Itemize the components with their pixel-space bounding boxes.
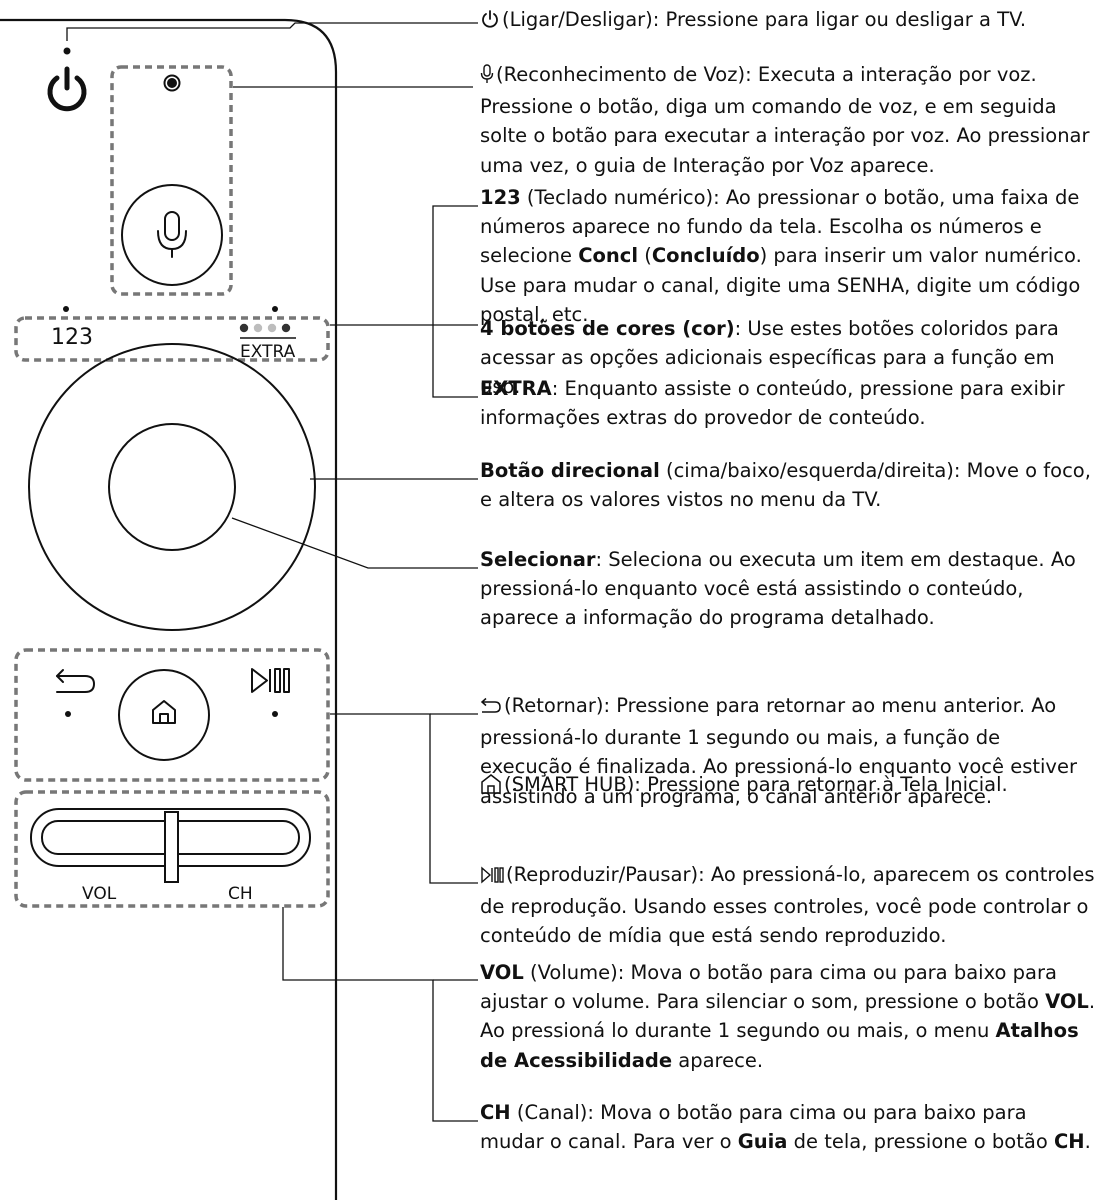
desc-text: . Ao pressioná lo durante 1 segundo ou m…	[480, 990, 1096, 1043]
microphone-icon	[157, 211, 187, 258]
color-dot	[253, 323, 263, 333]
desc-text: (cima/baixo/esquerda/direita): Move o fo…	[480, 459, 1091, 512]
desc-text: (Retornar): Pressione para retornar ao m…	[480, 694, 1077, 808]
desc-bold-term: Botão direcional	[480, 459, 660, 482]
description-vol: VOL (Volume): Mova o botão para cima ou …	[480, 958, 1096, 1075]
power-button-graphic	[47, 47, 87, 112]
return-icon	[480, 694, 502, 723]
desc-bold-term: CH	[1053, 1130, 1085, 1154]
desc-text: : Seleciona ou executa um item em destaq…	[480, 548, 1076, 630]
desc-text: (Canal): Mova o botão para cima ou para …	[480, 1101, 1027, 1154]
voice-group-box	[110, 65, 233, 296]
label-extra: EXTRA	[240, 342, 296, 362]
description-colors: 4 botões de cores (cor): Use estes botõe…	[480, 314, 1096, 402]
description-power: (Ligar/Desligar): Pressione para ligar o…	[480, 5, 1096, 37]
power-icon	[480, 8, 500, 37]
color-dot	[239, 323, 249, 333]
label-ch: CH	[228, 884, 253, 904]
desc-bold-term: Concl	[578, 244, 639, 268]
desc-bold-term: VOL	[1045, 990, 1089, 1014]
return-icon	[56, 669, 95, 693]
desc-bold-term: Selecionar	[480, 548, 596, 571]
color-dot	[267, 323, 277, 333]
home-button	[118, 669, 210, 761]
desc-bold-term: Atalhos de Acessibilidade	[480, 1019, 1079, 1072]
rocker-divider	[164, 811, 179, 883]
label-123: 123	[51, 325, 93, 350]
description-return: (Retornar): Pressione para retornar ao m…	[480, 691, 1096, 811]
label-vol: VOL	[82, 884, 117, 904]
desc-text: ) para inserir um valor numérico. Use pa…	[480, 244, 1082, 326]
desc-text: (Volume): Mova o botão para cima ou para…	[480, 961, 1057, 1014]
leader-lines	[66, 22, 478, 1122]
desc-text: (Reconhecimento de Voz): Executa a inter…	[480, 63, 1090, 177]
home-icon	[152, 700, 176, 724]
desc-text: (	[638, 244, 652, 268]
desc-text: (Teclado numérico): Ao pressionar o botã…	[480, 186, 1080, 268]
description-keypad: 123 (Teclado numérico): Ao pressionar o …	[480, 183, 1096, 329]
description-dpad: Botão direcional (cima/baixo/esquerda/di…	[480, 456, 1096, 514]
remote-body	[0, 18, 338, 1200]
desc-text: : Enquanto assiste o conteúdo, pressione…	[480, 377, 1065, 430]
desc-bold-term: EXTRA	[480, 377, 552, 400]
keypad-extra-box	[14, 316, 330, 362]
description-ch: CH (Canal): Mova o botão para cima ou pa…	[480, 1098, 1096, 1156]
mic-hole	[163, 74, 181, 92]
description-home: (SMART HUB): Pressione para retornar à T…	[480, 770, 1096, 802]
desc-bold-term: Guia	[737, 1130, 788, 1154]
desc-text: (SMART HUB): Pressione para retornar à T…	[504, 773, 1008, 796]
desc-bold-term: 4 botões de cores (cor)	[480, 317, 735, 340]
desc-bold-term: 123	[480, 186, 521, 209]
voice-button	[121, 184, 223, 286]
desc-bold-term: CH	[480, 1101, 511, 1124]
desc-text: de tela, pressione o botão	[787, 1130, 1054, 1154]
directional-ring	[28, 343, 316, 631]
color-dots	[239, 323, 291, 333]
play-pause-icon	[251, 668, 290, 693]
home-icon	[480, 773, 502, 802]
description-select: Selecionar: Seleciona ou executa um item…	[480, 545, 1096, 633]
desc-bold-term: Concluído	[651, 244, 760, 268]
desc-bold-term: VOL	[480, 961, 524, 984]
color-dot	[281, 323, 291, 333]
play-pause-icon	[480, 863, 504, 892]
desc-text: .	[1084, 1130, 1091, 1154]
desc-text: : Use estes botões coloridos para acessa…	[480, 317, 1059, 399]
desc-text: aparece.	[672, 1048, 764, 1072]
desc-text: (Ligar/Desligar): Pressione para ligar o…	[502, 8, 1027, 31]
select-button	[108, 423, 236, 551]
vol-ch-box	[14, 790, 330, 908]
microphone-icon	[480, 63, 494, 92]
description-voice: (Reconhecimento de Voz): Executa a inter…	[480, 60, 1096, 180]
description-play: (Reproduzir/Pausar): Ao pressioná-lo, ap…	[480, 860, 1096, 951]
desc-text: (Reproduzir/Pausar): Ao pressioná-lo, ap…	[480, 863, 1095, 948]
nav-group-box	[14, 648, 330, 782]
description-extra: EXTRA: Enquanto assiste o conteúdo, pres…	[480, 374, 1096, 432]
